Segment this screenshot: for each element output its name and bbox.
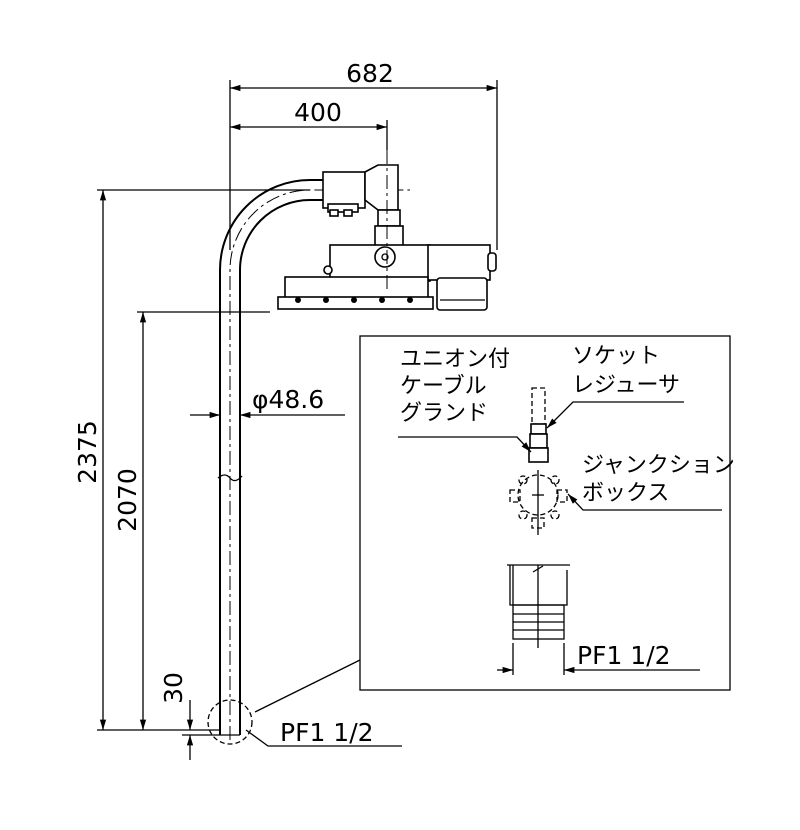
thread-callout: PF1 1/2 bbox=[207, 659, 402, 747]
dim-30-label: 30 bbox=[159, 672, 188, 704]
dimension-682: 682 bbox=[229, 59, 498, 250]
dimension-diameter: φ48.6 bbox=[190, 385, 345, 419]
dim-400-label: 400 bbox=[294, 98, 342, 127]
dim-682-label: 682 bbox=[346, 59, 394, 88]
junction-box-line1: ジャンクション bbox=[582, 453, 735, 478]
pole bbox=[217, 179, 410, 740]
dim-2375-label: 2375 bbox=[73, 420, 102, 484]
union-gland-line3: グランド bbox=[400, 401, 488, 426]
dimension-30: 30 bbox=[159, 672, 220, 760]
dim-diameter-label: φ48.6 bbox=[252, 385, 324, 414]
luminaire bbox=[277, 150, 497, 311]
dimension-2070: 2070 bbox=[113, 311, 270, 730]
detail-thread-label: PF1 1/2 bbox=[577, 641, 671, 670]
junction-box-line2: ボックス bbox=[582, 481, 669, 506]
dimension-400: 400 bbox=[230, 98, 388, 150]
thread-label: PF1 1/2 bbox=[280, 718, 374, 747]
socket-reducer-line1: ソケット bbox=[572, 344, 660, 369]
dim-2070-label: 2070 bbox=[113, 468, 142, 532]
union-gland-line1: ユニオン付 bbox=[400, 347, 510, 372]
detail-inset: ユニオン付 ケーブル グランド ソケット レジューサ ジャンクション ボックス … bbox=[359, 335, 735, 691]
dimension-2375: 2375 bbox=[73, 189, 310, 731]
union-gland-line2: ケーブル bbox=[400, 374, 487, 399]
socket-reducer-line2: レジューサ bbox=[572, 373, 680, 398]
